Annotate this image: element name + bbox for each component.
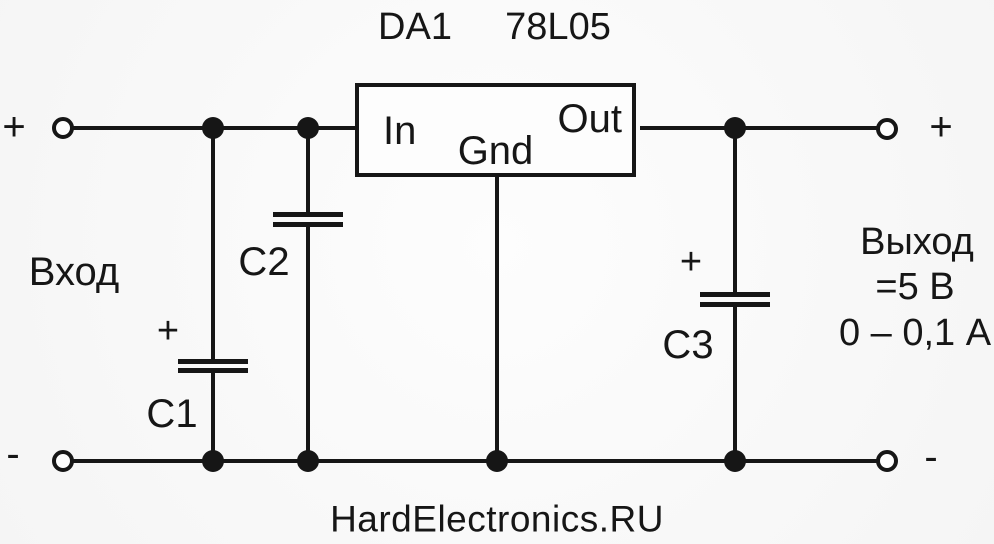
junction-dot bbox=[724, 450, 746, 472]
output-positive-terminal bbox=[876, 118, 898, 140]
output-current-label: 0 – 0,1 А bbox=[838, 312, 992, 354]
input-positive-terminal bbox=[52, 117, 74, 139]
wire-c2-upper bbox=[306, 126, 310, 212]
wire-c3-lower bbox=[733, 307, 737, 463]
capacitor-c3-plate-top bbox=[700, 292, 770, 297]
junction-dot bbox=[202, 450, 224, 472]
output-negative-terminal bbox=[876, 450, 898, 472]
watermark-text: HardElectronics.RU bbox=[330, 498, 664, 540]
wire-bottom-rail bbox=[63, 459, 887, 463]
wire-c3-upper bbox=[733, 126, 737, 292]
input-label: Вход bbox=[28, 250, 120, 294]
c1-label: C1 bbox=[146, 392, 198, 436]
output-label: Выход bbox=[860, 221, 974, 263]
c3-label: C3 bbox=[662, 323, 714, 367]
capacitor-c1-plate-bottom bbox=[178, 368, 248, 373]
pin-label-out: Out bbox=[557, 97, 622, 141]
junction-dot bbox=[297, 117, 319, 139]
input-negative-terminal bbox=[52, 450, 74, 472]
junction-dot bbox=[486, 450, 508, 472]
output-minus-sign: - bbox=[924, 435, 938, 479]
regulator-box: In Gnd Out bbox=[355, 83, 636, 177]
wire-top-rail-right bbox=[640, 126, 887, 130]
junction-dot bbox=[297, 450, 319, 472]
input-plus-sign: + bbox=[2, 105, 26, 149]
wire-c1-lower bbox=[211, 373, 215, 463]
junction-dot bbox=[202, 117, 224, 139]
c3-polarity-mark: + bbox=[679, 241, 703, 283]
pin-label-in: In bbox=[383, 109, 417, 153]
wire-c1-upper bbox=[211, 126, 215, 359]
output-voltage-label: =5 В bbox=[875, 266, 955, 308]
junction-dot bbox=[724, 117, 746, 139]
input-minus-sign: - bbox=[6, 432, 20, 476]
ic-part-number-label: 78L05 bbox=[505, 6, 611, 48]
wire-gnd bbox=[495, 173, 499, 463]
wire-c2-lower bbox=[306, 227, 310, 463]
capacitor-c2-plate-top bbox=[273, 212, 343, 217]
capacitor-c3-plate-bottom bbox=[700, 302, 770, 307]
c1-polarity-mark: + bbox=[156, 310, 180, 352]
capacitor-c1-plate-top bbox=[178, 359, 248, 364]
output-plus-sign: + bbox=[929, 105, 953, 149]
capacitor-c2-plate-bottom bbox=[273, 222, 343, 227]
pin-label-gnd: Gnd bbox=[457, 129, 534, 173]
c2-label: C2 bbox=[238, 240, 290, 284]
ic-designator-label: DA1 bbox=[378, 6, 452, 48]
